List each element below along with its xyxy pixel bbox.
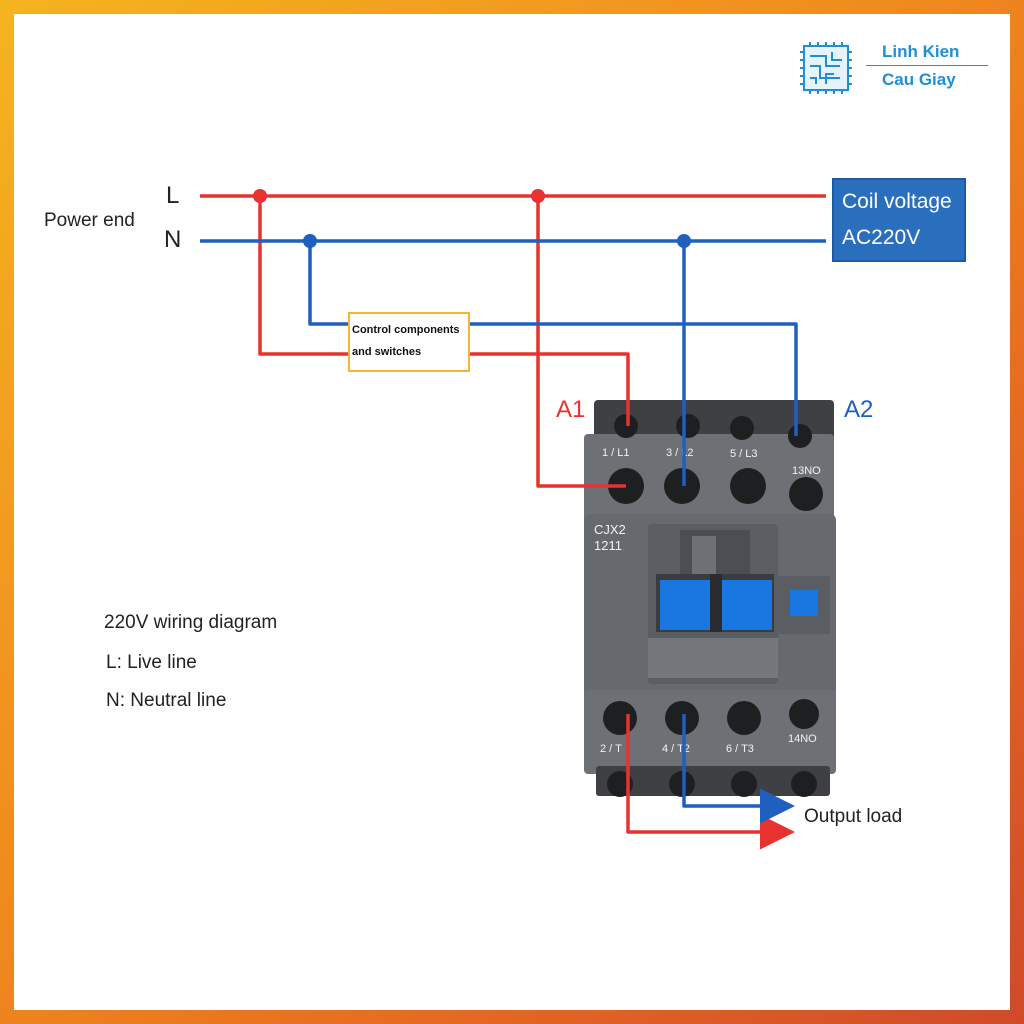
logo-text-line1: Linh Kien [882,42,960,61]
control-to-a1-wire [470,352,630,426]
model-label-line2: 1211 [594,538,622,553]
terminal-label-2-t1: 2 / T [600,743,622,755]
coil-voltage-text: Coil voltage [842,190,952,213]
coil-ac-text: AC220V [842,226,921,249]
output-blue-wire [682,714,795,824]
logo-divider [866,65,988,66]
control-components-box: Control components and switches [348,312,470,372]
power-end-label: Power end [44,210,135,231]
terminal-label-14no: 14NO [788,733,817,745]
model-label-line1: CJX2 [594,522,626,537]
output-load-label: Output load [804,806,903,827]
neutral-to-control-wire [308,241,348,326]
coil-voltage-box: Coil voltage AC220V [832,178,966,262]
top-terminal-screws [608,414,823,511]
circuit-chip-icon [800,42,852,94]
legend-title: 220V wiring diagram [104,612,278,633]
a2-terminal-label: A2 [844,396,874,423]
control-to-a2-wire [470,322,798,436]
logo-text-line2: Cau Giay [882,70,956,89]
diagram-canvas: Linh Kien Cau Giay [14,14,1010,1010]
live-to-control-wire [258,196,348,356]
wiring-lines [200,189,826,850]
terminal-label-6-t3: 6 / T3 [726,743,754,755]
a1-terminal-label: A1 [556,396,586,423]
legend-live-line: L: Live line [106,652,197,673]
neutral-letter-label: N [164,226,182,253]
terminal-label-1-l1: 1 / L1 [602,447,630,459]
live-letter-label: L [166,182,180,209]
terminal-label-5-l3: 5 / L3 [730,448,758,460]
output-red-wire [626,714,795,850]
legend-neutral-line: N: Neutral line [106,690,227,711]
terminal-label-3-l2: 3 / L2 [666,447,694,459]
terminal-label-13no: 13NO [792,465,821,477]
live-to-l1-wire [536,196,626,488]
control-text-line2: and switches [352,346,422,358]
control-text-line1: Control components [352,324,460,336]
